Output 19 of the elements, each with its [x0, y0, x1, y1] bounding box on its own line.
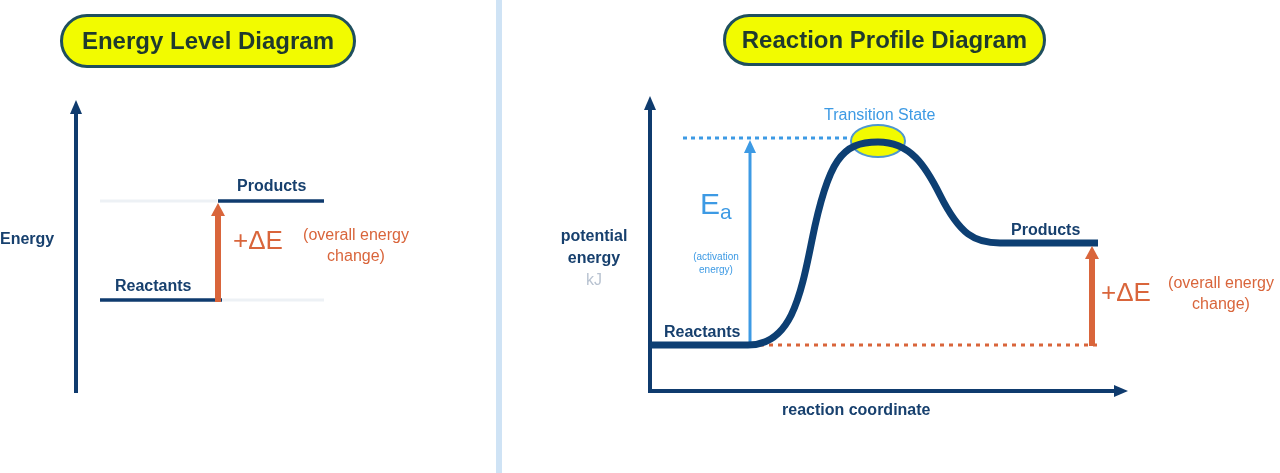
level-label: Products — [237, 176, 307, 196]
unit-label: kJ — [585, 270, 603, 290]
heading-pill — [723, 14, 1046, 66]
level-label: Products — [1011, 220, 1081, 240]
energy-change-symbol: +ΔE — [233, 224, 283, 257]
axis-label: reaction coordinate — [782, 400, 931, 420]
state-label: Transition State — [824, 105, 936, 125]
annotation: (overall energy change) — [1167, 273, 1275, 314]
pill-label: Reaction Profile Diagram — [741, 26, 1028, 54]
annotation: (activation energy) — [692, 250, 740, 276]
heading-pill — [60, 14, 356, 68]
annotation: (overall energy change) — [302, 225, 410, 266]
level-label: Reactants — [664, 322, 741, 342]
axis-label: potential energy — [559, 226, 629, 268]
axis-label: Energy — [0, 229, 55, 249]
activation-energy-symbol: E$_{a}$ — [700, 186, 732, 226]
energy-change-symbol: +ΔE — [1101, 276, 1151, 309]
pill-label: Energy Level Diagram — [81, 27, 335, 55]
level-label: Reactants — [115, 276, 192, 296]
